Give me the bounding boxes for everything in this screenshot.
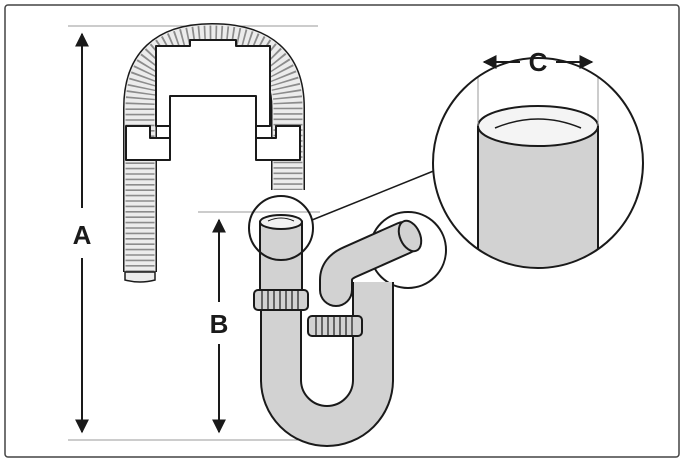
dimension-b-label: B [210, 309, 229, 339]
bracket-clip-right [255, 125, 301, 161]
magnified-detail: C [432, 47, 644, 269]
dimension-a: A [73, 32, 92, 434]
dimension-a-label: A [73, 220, 92, 250]
magnified-pipe [477, 125, 599, 268]
bracket-clip-left [125, 125, 171, 161]
magnified-detail-border [432, 57, 644, 269]
dimension-c-label: C [529, 47, 548, 77]
zoom-connector-line [311, 169, 437, 221]
coupling-nut-left [253, 289, 309, 311]
hose-bracket [125, 39, 301, 161]
dimension-b: B [210, 218, 229, 434]
coupling-nut-right [307, 315, 363, 337]
hose-end-cap [124, 271, 156, 283]
magnified-pipe-opening [477, 105, 599, 147]
detail-marker-circle [248, 195, 314, 261]
sink-trap [248, 195, 447, 447]
standpipe-opening [259, 214, 303, 230]
